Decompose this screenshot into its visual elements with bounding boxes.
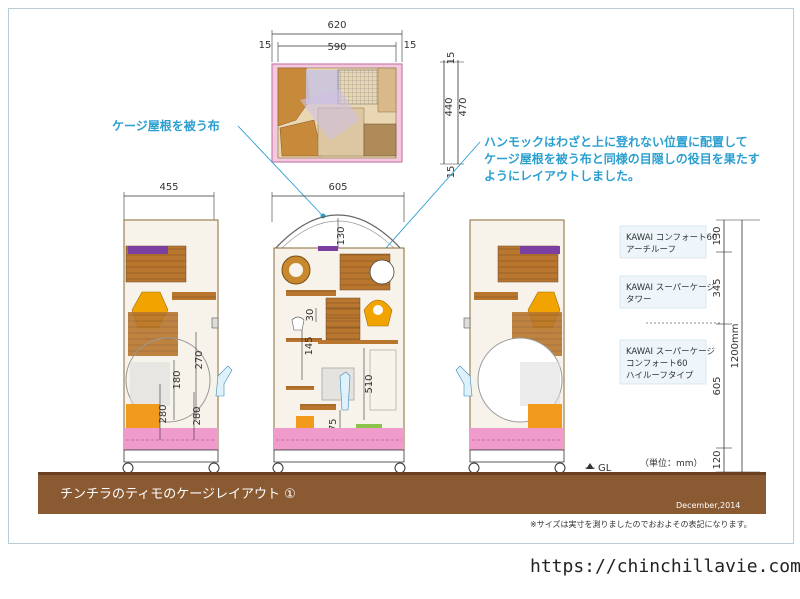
legend-tower-line1: KAWAI スーパーケージ <box>626 283 715 293</box>
height-dim-345: 345 <box>712 278 723 297</box>
footer-title: チンチラのティモのケージレイアウト ① <box>60 487 296 502</box>
side-dim-280a: 280 <box>158 404 169 423</box>
side-view-left: 455 270 180 280 280 <box>122 182 233 474</box>
unit-label: （単位：mm） <box>640 457 703 469</box>
top-depth-top: 15 <box>446 52 457 65</box>
legend-highroof-line1: KAWAI スーパーケージ <box>626 347 715 357</box>
footer: チンチラのティモのケージレイアウト ① December,2014 ※サイズは実… <box>38 472 800 577</box>
callout-hammock-line3: ようにレイアウトしました。 <box>484 169 640 183</box>
site-url[interactable]: https://chinchillavie.com/ <box>530 556 800 577</box>
footer-date: December,2014 <box>676 501 740 510</box>
top-depth-inner: 440 <box>444 97 455 116</box>
legend-highroof-line3: ハイルーフタイプ <box>626 371 694 381</box>
top-depth-total: 470 <box>458 97 469 116</box>
legend-highroof-line2: コンフォート60 <box>626 359 688 369</box>
front-view: 605 130 30 145 510 <box>271 182 406 474</box>
side-dim-180: 180 <box>172 370 183 389</box>
front-dim-30: 30 <box>305 309 316 322</box>
side-width: 455 <box>159 182 178 193</box>
top-width-total: 620 <box>327 20 346 31</box>
top-depth-bottom: 15 <box>446 166 457 179</box>
top-margin-left: 15 <box>259 40 272 51</box>
legend-arch-line1: KAWAI コンフォート60 <box>626 233 717 243</box>
side-dim-270: 270 <box>194 350 205 369</box>
front-dim-510: 510 <box>364 374 375 393</box>
callout-hammock-line2: ケージ屋根を被う布と同様の目隠しの役目を果たす <box>484 151 760 166</box>
side-dim-280b: 280 <box>192 406 203 425</box>
callout-roof-cloth: ケージ屋根を被う布 <box>112 118 220 133</box>
legend: KAWAI コンフォート60 アーチルーフ KAWAI スーパーケージ タワー … <box>619 225 720 385</box>
footer-note: ※サイズは実寸を測りましたのでおおよその表記になります。 <box>530 519 752 529</box>
top-view: 620 590 15 15 15 440 470 15 <box>259 20 469 178</box>
legend-tower-line2: タワー <box>626 295 652 305</box>
callout-hammock-line1: ハンモックはわざと上に登れない位置に配置して <box>484 134 748 149</box>
top-margin-right: 15 <box>404 40 417 51</box>
height-dim-605: 605 <box>712 376 723 395</box>
gl-label: GL <box>598 463 612 474</box>
side-view-right <box>455 219 566 474</box>
front-dim-130: 130 <box>336 226 347 245</box>
front-width: 605 <box>328 182 347 193</box>
height-dim-total: 1200mm <box>730 324 741 369</box>
height-dim-130: 130 <box>712 226 723 245</box>
legend-arch-line2: アーチルーフ <box>626 245 676 255</box>
height-dim-120: 120 <box>712 450 723 469</box>
top-width-inner: 590 <box>327 42 346 53</box>
front-dim-145: 145 <box>304 336 315 355</box>
